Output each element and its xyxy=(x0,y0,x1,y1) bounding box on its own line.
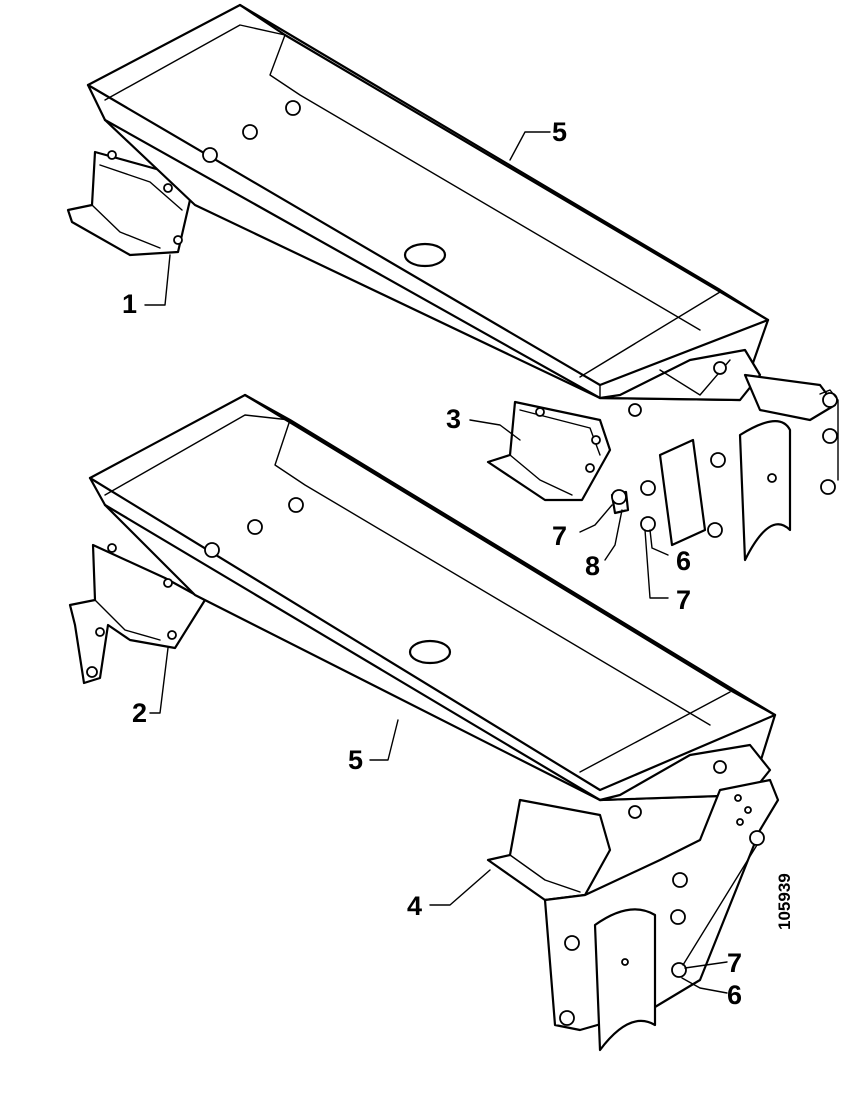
leader-lines xyxy=(144,131,728,994)
clamp-assembly-lower xyxy=(593,830,765,1052)
leader-5-upper xyxy=(509,131,551,161)
callout-5-lower: 5 xyxy=(348,745,363,775)
leader-7-lower xyxy=(684,961,728,969)
callout-7-upper-right: 7 xyxy=(676,585,691,615)
callout-6-upper: 6 xyxy=(676,546,691,576)
callout-labels: 1 2 3 4 5 5 6 6 7 7 7 8 xyxy=(122,117,742,1010)
bracket-part-3 xyxy=(486,400,612,502)
bracket-part-2 xyxy=(68,543,207,685)
leader-2 xyxy=(149,647,169,714)
beam-part-5-lower xyxy=(88,393,777,819)
callout-2: 2 xyxy=(132,698,147,728)
callout-5-upper: 5 xyxy=(552,117,567,147)
callout-7-upper-left: 7 xyxy=(552,521,567,551)
bracket-part-1 xyxy=(66,150,192,257)
beam-part-5-upper xyxy=(86,3,770,417)
callout-8: 8 xyxy=(585,551,600,581)
clamp-assembly-upper xyxy=(610,373,839,562)
callout-7-lower: 7 xyxy=(727,948,742,978)
callout-6-lower: 6 xyxy=(727,980,742,1010)
callout-3: 3 xyxy=(446,404,461,434)
callout-1: 1 xyxy=(122,289,137,319)
leader-7-upper-left xyxy=(579,504,613,533)
leader-6-lower xyxy=(681,977,728,994)
drawing-number: 105939 xyxy=(775,873,794,930)
leader-4 xyxy=(429,869,491,906)
leader-3 xyxy=(469,419,521,441)
leader-5-lower xyxy=(369,719,399,761)
leader-8 xyxy=(604,509,623,561)
lower-assembly xyxy=(68,393,780,1052)
leader-1 xyxy=(144,254,171,306)
callout-4: 4 xyxy=(407,891,422,921)
upper-assembly xyxy=(66,3,839,562)
leader-7-upper-right xyxy=(644,529,669,599)
leader-6-upper xyxy=(649,529,669,556)
